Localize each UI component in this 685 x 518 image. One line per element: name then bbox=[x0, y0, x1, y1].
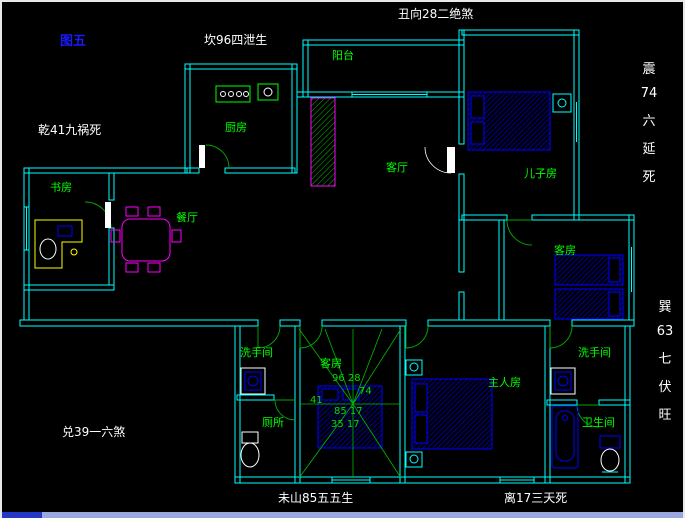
room-label-study: 书房 bbox=[50, 181, 72, 194]
room-label-living: 客厅 bbox=[386, 161, 408, 174]
room-label-toilet: 厕所 bbox=[262, 416, 284, 429]
room-label-guest-center: 客房 bbox=[320, 357, 342, 370]
room-label-bathroom: 卫生间 bbox=[582, 416, 615, 429]
room-label-guest: 客房 bbox=[554, 244, 576, 257]
room-label-master: 主人房 bbox=[488, 376, 521, 389]
door-leaf-living-son bbox=[447, 147, 455, 173]
study-desk bbox=[34, 219, 83, 269]
kitchen-counter bbox=[215, 83, 279, 103]
washroom-left-basin bbox=[240, 367, 266, 395]
annotation-char: 死 bbox=[642, 170, 656, 185]
window-bottom-edge-accent bbox=[2, 512, 42, 518]
room-label-kitchen: 厨房 bbox=[225, 121, 247, 134]
bathroom-fixtures bbox=[551, 405, 621, 473]
figure-number-label: 图五 bbox=[60, 34, 87, 49]
door-arcs bbox=[84, 144, 600, 428]
compass-number: 74 bbox=[359, 386, 372, 397]
compass-number: 35 17 bbox=[331, 419, 360, 430]
room-label-dining: 餐厅 bbox=[176, 211, 198, 224]
room-label-washroom-left: 洗手间 bbox=[240, 346, 273, 359]
annotation-li: 离17三天死 bbox=[504, 491, 568, 505]
annotation-zhen-column: 震 74 六 延 死 bbox=[636, 58, 662, 185]
annotation-char: 七 bbox=[658, 352, 672, 367]
guest-room-beds bbox=[554, 254, 624, 320]
door-leaves bbox=[105, 145, 455, 228]
master-bed bbox=[405, 359, 493, 468]
annotation-char: 63 bbox=[656, 324, 674, 339]
annotation-char: 震 bbox=[642, 62, 656, 77]
annotation-char: 延 bbox=[642, 142, 656, 157]
compass-spokes bbox=[298, 328, 402, 479]
annotation-xun-column: 巽 63 七 伏 旺 bbox=[652, 296, 678, 423]
dining-set bbox=[110, 206, 182, 273]
annotation-weishan: 未山85五五生 bbox=[278, 491, 354, 505]
annotation-qian: 乾41九祸死 bbox=[38, 123, 102, 137]
annotation-char: 伏 bbox=[658, 380, 672, 395]
annotation-char: 巽 bbox=[658, 300, 672, 315]
compass-number: 41 bbox=[310, 395, 323, 406]
window-bottom-edge bbox=[2, 512, 683, 518]
windows bbox=[23, 91, 635, 484]
annotation-char: 六 bbox=[642, 114, 656, 129]
compass-number: 85 17 bbox=[334, 406, 363, 417]
door-leaf-study bbox=[105, 202, 111, 228]
compass-number: 96 28 bbox=[332, 373, 361, 384]
annotation-kan: 坎96四泄生 bbox=[204, 33, 268, 47]
annotation-char: 旺 bbox=[658, 408, 672, 423]
toilet-fixture bbox=[240, 431, 260, 468]
son-room-bed bbox=[467, 91, 572, 151]
washroom-right-basin bbox=[550, 367, 576, 395]
room-label-son: 儿子房 bbox=[524, 167, 557, 180]
annotation-chou: 丑向28二绝煞 bbox=[398, 7, 474, 21]
room-label-washroom-right: 洗手间 bbox=[578, 346, 611, 359]
door-leaf-kitchen bbox=[199, 145, 205, 168]
annotation-dui: 兑39一六煞 bbox=[62, 425, 126, 439]
room-label-balcony: 阳台 bbox=[332, 49, 354, 62]
living-cabinet bbox=[310, 97, 336, 187]
annotation-char: 74 bbox=[640, 86, 658, 101]
